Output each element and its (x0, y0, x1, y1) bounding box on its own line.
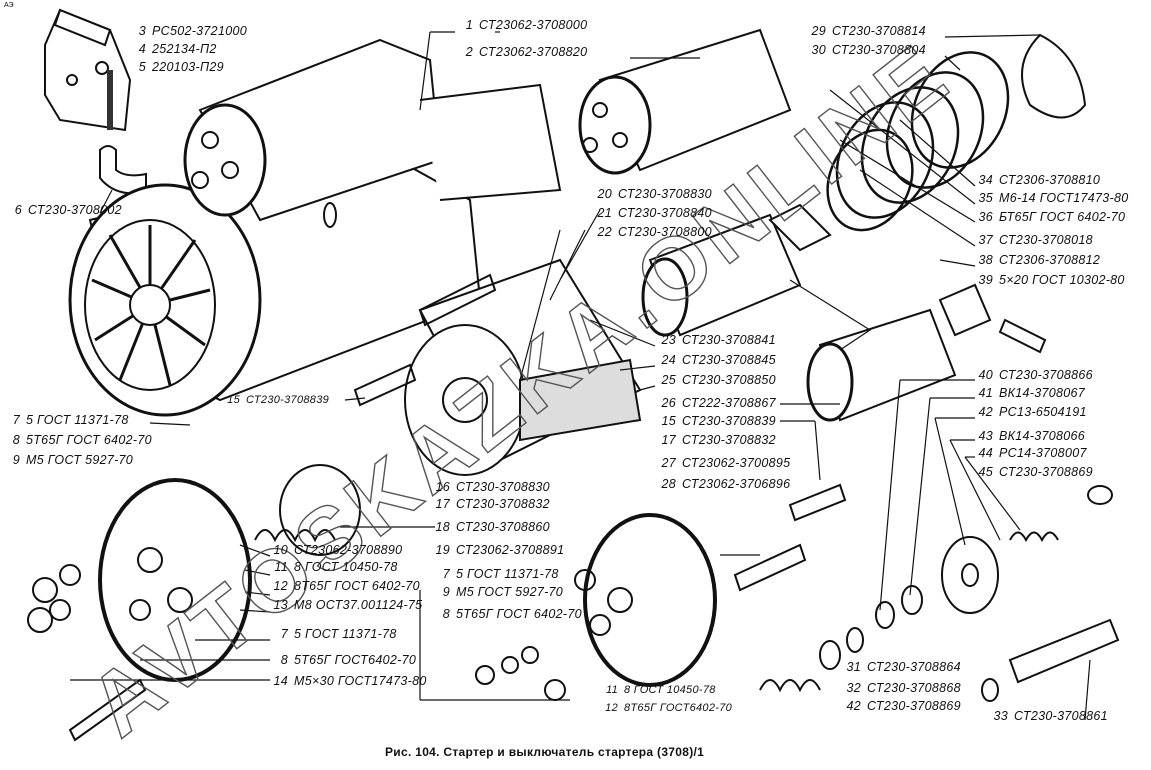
figure-caption: Рис. 104. Стартер и выключатель стартера… (385, 745, 705, 759)
corner-mark: АЭ (4, 2, 14, 9)
spring-rings (826, 51, 1010, 232)
elbow-part (99, 145, 147, 195)
leader-lines (70, 31, 1091, 721)
solenoid-part (578, 28, 792, 175)
shaft-part (1008, 618, 1120, 684)
plunger-part (641, 203, 992, 422)
end-cover-left (27, 478, 252, 682)
end-cover-right (475, 513, 717, 701)
washers (279, 464, 1113, 702)
starter-assembly (68, 38, 562, 417)
springs (254, 529, 1059, 693)
brush-holder (404, 258, 642, 476)
pin-part (998, 318, 1047, 354)
disc-part (1021, 33, 1087, 119)
relay-part (44, 8, 132, 132)
bolts (68, 273, 847, 742)
